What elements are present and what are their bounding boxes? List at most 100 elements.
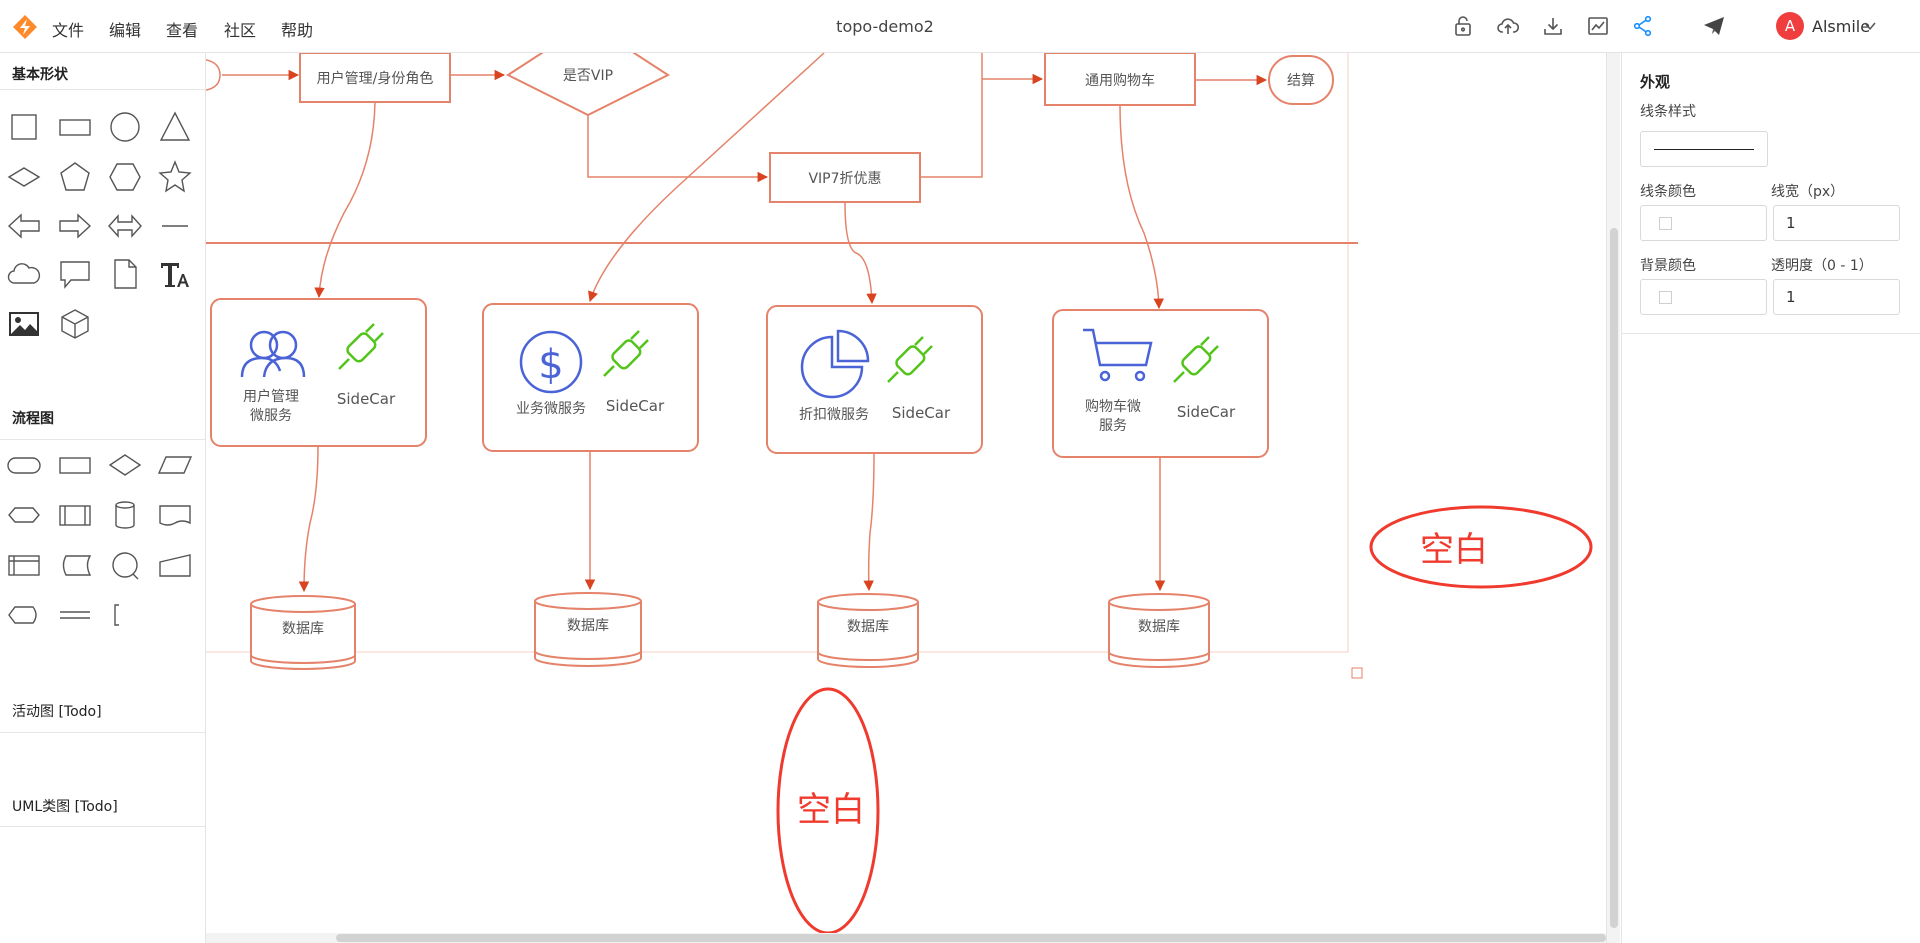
share-icon[interactable] [1631, 14, 1655, 38]
diagram-svg[interactable]: 用户管理/身份角色 是否VIP VIP7折优惠 通用购物车 结算 [206, 53, 1606, 933]
upload-cloud-icon[interactable] [1496, 14, 1520, 38]
vertical-scrollbar[interactable] [1606, 53, 1620, 943]
flow-edge[interactable] [863, 452, 875, 592]
lock-icon[interactable] [1451, 14, 1475, 38]
shape-image-icon[interactable] [6, 306, 42, 342]
flow-display-icon[interactable] [6, 597, 42, 633]
shape-message-icon[interactable] [57, 256, 93, 292]
menu-edit[interactable]: 编辑 [109, 21, 142, 40]
flow-node-label: 用户管理/身份角色 [317, 70, 434, 87]
scrollbar-thumb[interactable] [1610, 228, 1618, 928]
flow-subroutine-icon[interactable] [57, 497, 93, 533]
flow-edge[interactable] [298, 445, 319, 593]
flow-edge[interactable] [844, 201, 877, 305]
section-title-activity[interactable]: 活动图 [Todo] [12, 704, 102, 720]
database-label: 数据库 [567, 618, 609, 634]
shape-star-icon[interactable] [157, 159, 193, 195]
flow-node-vip-discount[interactable]: VIP7折优惠 [769, 152, 921, 203]
shape-square-icon[interactable] [6, 109, 42, 145]
line-color-label: 线条颜色 [1640, 184, 1696, 200]
flow-process-icon[interactable] [57, 447, 93, 483]
divider [0, 89, 206, 90]
menu-view[interactable]: 查看 [166, 21, 199, 40]
flow-annotation-icon[interactable] [107, 597, 143, 633]
shape-right-arrow-icon[interactable] [57, 208, 93, 244]
bg-color-picker[interactable] [1640, 279, 1767, 315]
diagram-canvas[interactable]: 用户管理/身份角色 是否VIP VIP7折优惠 通用购物车 结算 [206, 53, 1606, 933]
sidecar-label: SideCar [892, 404, 951, 422]
service-node-user[interactable]: 用户管理 微服务 SideCar [210, 298, 427, 447]
shape-library-sidebar: 基本形状 流程图 活动图 [Todo] UML类图 [Todo] [0, 53, 206, 943]
flow-decision-icon[interactable] [107, 447, 143, 483]
flow-preparation-icon[interactable] [6, 497, 42, 533]
flow-document-icon[interactable] [157, 497, 193, 533]
shape-rectangle-icon[interactable] [57, 109, 93, 145]
flow-terminator-icon[interactable] [6, 447, 42, 483]
flow-manual-input-icon[interactable] [157, 547, 193, 583]
shape-cube-icon[interactable] [57, 306, 93, 342]
shape-left-arrow-icon[interactable] [6, 208, 42, 244]
line-color-picker[interactable] [1640, 205, 1767, 241]
menu-community[interactable]: 社区 [224, 21, 257, 40]
divider [0, 826, 206, 827]
shape-circle-icon[interactable] [107, 109, 143, 145]
menu-file[interactable]: 文件 [52, 21, 85, 40]
flow-node-checkout[interactable]: 结算 [1268, 55, 1334, 105]
flow-edge[interactable] [1119, 104, 1164, 310]
shape-triangle-icon[interactable] [157, 109, 193, 145]
flow-stored-data-icon[interactable] [57, 547, 93, 583]
flow-internal-storage-icon[interactable] [6, 547, 42, 583]
divider [0, 732, 206, 733]
section-title-basic-shapes[interactable]: 基本形状 [12, 67, 68, 83]
flow-database-icon[interactable] [107, 497, 143, 533]
flow-edge[interactable] [588, 53, 825, 302]
opacity-input[interactable] [1773, 279, 1900, 315]
avatar[interactable]: A [1776, 12, 1804, 40]
service-node-business[interactable]: $ 业务微服务 SideCar [482, 303, 699, 452]
shape-cloud-icon[interactable] [6, 256, 42, 292]
menu-help[interactable]: 帮助 [281, 21, 314, 40]
database-node[interactable]: 数据库 [250, 595, 356, 670]
send-icon[interactable] [1702, 14, 1726, 38]
database-node[interactable]: 数据库 [817, 593, 919, 668]
resize-handle[interactable] [1351, 667, 1363, 679]
service-node-discount[interactable]: 折扣微服务 SideCar [766, 305, 983, 454]
line-style-select[interactable] [1640, 131, 1768, 167]
database-node[interactable]: 数据库 [1108, 593, 1210, 668]
shape-line-icon[interactable] [157, 208, 193, 244]
section-title-uml[interactable]: UML类图 [Todo] [12, 799, 118, 815]
properties-panel: 外观 线条样式 线条颜色 线宽（px） 背景颜色 透明度（0 - 1） [1621, 53, 1920, 943]
app-logo-icon[interactable] [12, 14, 38, 40]
database-node[interactable]: 数据库 [534, 592, 642, 667]
service-node-cart[interactable]: 购物车微 服务 SideCar [1052, 309, 1269, 458]
username[interactable]: Alsmile [1812, 17, 1871, 36]
flow-start-node[interactable] [206, 59, 221, 91]
section-title-flowchart[interactable]: 流程图 [12, 411, 54, 427]
plug-icon [338, 323, 384, 370]
flow-edge[interactable] [587, 115, 769, 183]
shape-two-way-arrow-icon[interactable] [107, 208, 143, 244]
flow-connector-icon[interactable] [107, 547, 143, 583]
download-icon[interactable] [1541, 14, 1565, 38]
chart-icon[interactable] [1586, 14, 1610, 38]
scrollbar-thumb[interactable] [336, 934, 1606, 942]
shape-diamond-icon[interactable] [6, 159, 42, 195]
flow-node-cart[interactable]: 通用购物车 [1044, 53, 1196, 106]
flow-edge[interactable] [314, 101, 376, 299]
shape-file-icon[interactable] [107, 256, 143, 292]
service-name: 用户管理 [243, 388, 299, 405]
sidecar-label: SideCar [1177, 403, 1236, 421]
shape-hexagon-icon[interactable] [107, 159, 143, 195]
flow-data-icon[interactable] [157, 447, 193, 483]
line-width-input[interactable] [1773, 205, 1900, 241]
shape-text-icon[interactable] [157, 256, 193, 292]
plug-icon [603, 330, 649, 377]
chevron-down-icon[interactable] [1862, 18, 1878, 34]
shape-pentagon-icon[interactable] [57, 159, 93, 195]
flow-node-user-role[interactable]: 用户管理/身份角色 [299, 53, 451, 103]
flow-edge[interactable] [920, 73, 1044, 178]
flow-node-vip-check[interactable]: 是否VIP [505, 53, 671, 117]
flow-parallel-icon[interactable] [57, 597, 93, 633]
horizontal-scrollbar[interactable] [206, 933, 1606, 943]
opacity-label: 透明度（0 - 1） [1771, 258, 1873, 274]
